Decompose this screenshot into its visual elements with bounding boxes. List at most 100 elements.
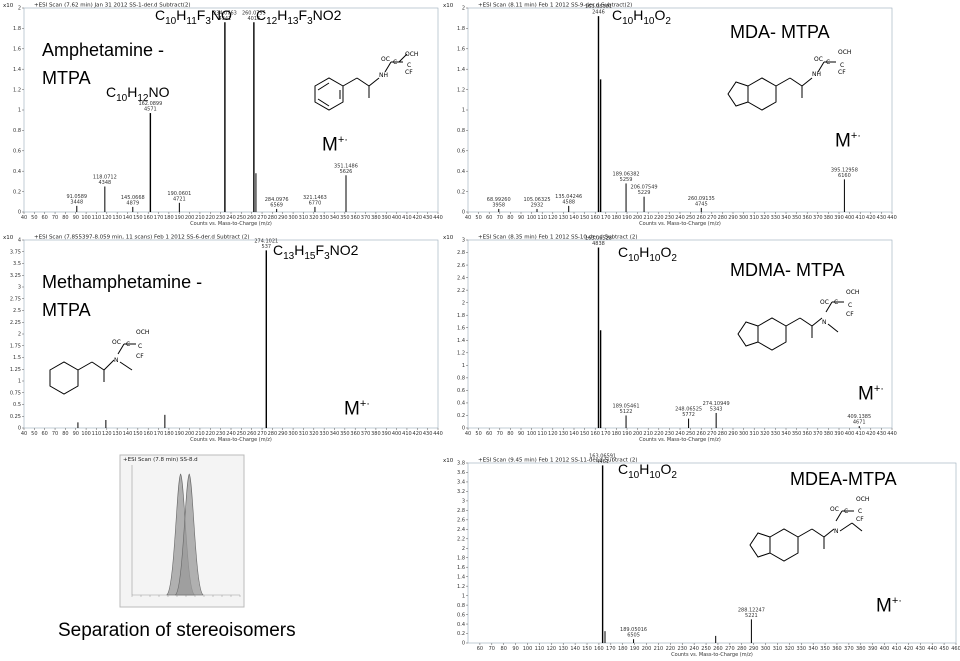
svg-text:NH: NH [379,72,388,79]
formula-subscript: 2 [671,252,677,264]
x-tick-label: 290 [728,215,738,221]
x-tick-label: 150 [133,431,143,437]
y-tick-label: 1.8 [457,26,465,32]
peak-index-label: 5229 [638,190,651,196]
peak-mz-label: 163.08301 [585,4,612,10]
x-tick-label: 250 [237,215,247,221]
y-tick-label: 1.4 [457,67,465,73]
svg-text:C: C [834,299,838,306]
x-tick-label: 400 [392,215,402,221]
formula-text: H [127,84,138,100]
fragment-formula-mda: C10H10O2 [612,7,671,27]
x-tick-label: 120 [548,431,558,437]
x-tick-label: 240 [675,431,685,437]
peak-index-label: 4461 [596,459,609,465]
x-tick-label: 350 [792,431,802,437]
x-tick-label: 130 [559,431,569,437]
scan-header: +ESI Scan (9.45 min) Feb 1 2012 SS-11-de… [478,458,638,464]
molecular-ion-label-mda: M+· [835,130,861,152]
peak-index-label: 3958 [492,202,505,208]
svg-text:CF: CF [136,353,144,360]
formula-text: F [298,7,308,23]
x-tick-label: 240 [689,646,699,652]
svg-text:OCH: OCH [405,51,418,58]
fragment-formula-2: C12H13F3NO2 [256,7,341,27]
x-tick-label: 160 [590,215,600,221]
scale-label: x10 [3,3,14,9]
x-tick-label: 110 [92,215,102,221]
x-tick-label: 160 [590,431,600,437]
x-tick-label: 400 [392,431,402,437]
x-tick-label: 90 [518,215,524,221]
x-tick-label: 60 [486,431,492,437]
x-tick-label: 420 [866,431,876,437]
y-tick-label: 0.5 [13,402,21,408]
formula-subscript: 10 [649,469,661,481]
x-tick-label: 400 [845,215,855,221]
fragment-formula-mdea: C10H10O2 [618,461,677,481]
x-tick-label: 50 [31,431,37,437]
peak-mz-label: 260.09135 [688,196,715,202]
y-tick-label: 1 [462,593,465,599]
y-tick-label: 0.2 [457,631,465,637]
x-tick-label: 430 [423,215,433,221]
y-tick-label: 3 [462,499,465,505]
compound-name-mda: MDA- MTPA [730,22,830,42]
y-tick-label: 2.2 [457,288,465,294]
scan-header: +ESI Scan (7.62 min) Jan 31 2012 SS-1-de… [34,3,191,9]
x-tick-label: 210 [643,215,653,221]
svg-text:OC: OC [381,56,390,63]
x-tick-label: 250 [686,215,696,221]
peak-index-label: 2446 [592,10,605,16]
x-tick-label: 60 [486,215,492,221]
x-tick-label: 330 [771,431,781,437]
x-tick-label: 150 [580,431,590,437]
x-tick-label: 310 [749,431,759,437]
x-tick-label: 340 [330,431,340,437]
y-tick-label: 3.25 [10,273,21,279]
compound-name-amphetamine: Amphetamine - MTPA [42,40,165,88]
x-tick-label: 340 [781,431,791,437]
formula-subscript: 10 [628,469,640,481]
y-tick-label: 2 [462,300,465,306]
peak-mz-label: 162.0899 [138,101,162,107]
svg-text:CF: CF [838,69,846,76]
x-tick-label: 370 [813,431,823,437]
x-tick-label: 310 [773,646,783,652]
x-tick-label: 360 [802,215,812,221]
formula-text: H [176,7,187,23]
x-tick-label: 420 [413,431,423,437]
y-tick-label: 3.8 [457,461,465,467]
formula-subscript: 10 [116,92,128,104]
x-tick-label: 320 [785,646,795,652]
x-axis-label: Counts vs. Mass-to-Charge (m/z) [190,221,272,227]
y-tick-label: 3.6 [457,470,465,476]
y-tick-label: 0.4 [457,401,465,407]
formula-subscript: 10 [622,15,634,27]
peak-mz-label: 409.1385 [847,414,871,420]
x-tick-label: 250 [686,431,696,437]
formula-subscript: 3 [324,250,330,262]
x-tick-label: 320 [309,215,319,221]
x-tick-label: 300 [288,431,298,437]
svg-text:OC: OC [814,56,823,63]
x-tick-label: 290 [728,431,738,437]
formula-text: O [654,7,666,23]
peak-mz-label: 163.06528 [585,236,612,242]
peak-index-label: 4588 [562,199,575,205]
x-tick-label: 300 [288,215,298,221]
peak-mz-label: 284.0976 [265,197,289,203]
y-tick-label: 1 [18,379,21,385]
x-tick-label: 260 [696,215,706,221]
x-tick-label: 340 [808,646,818,652]
x-tick-label: 390 [381,215,391,221]
x-tick-label: 180 [612,215,622,221]
x-tick-label: 80 [507,215,513,221]
x-tick-label: 320 [760,431,770,437]
spectrum-panel-methamphetamine: +ESI Scan (7.855397-8.059 min, 11 scans)… [0,232,443,454]
x-axis-label: Counts vs. Mass-to-Charge (m/z) [639,437,721,443]
peak-mz-label: 163.06591 [589,453,616,459]
peak-mz-label: 351.1486 [334,163,358,169]
y-tick-label: 0.8 [457,128,465,134]
